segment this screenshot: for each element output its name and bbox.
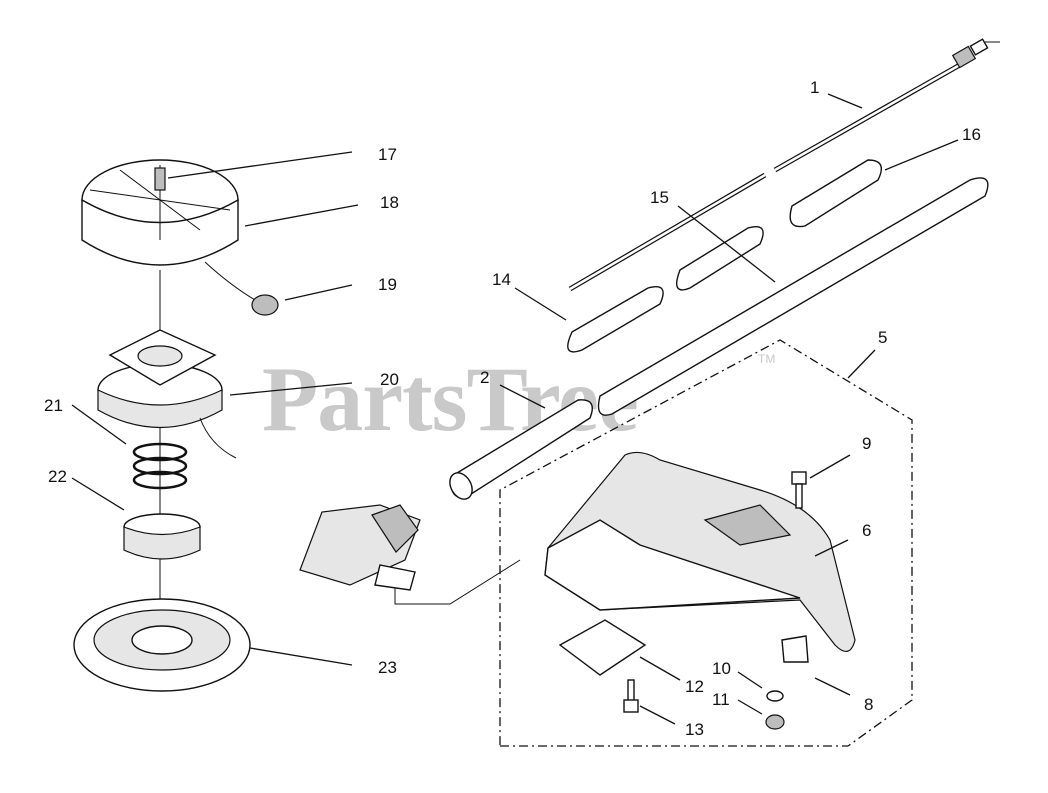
watermark-trademark: TM bbox=[758, 352, 775, 366]
drive-shaft bbox=[568, 38, 1000, 292]
callout-14: 14 bbox=[492, 270, 511, 289]
callout-19: 19 bbox=[378, 275, 397, 294]
callout-16: 16 bbox=[962, 125, 981, 144]
callout-18: 18 bbox=[380, 193, 399, 212]
sleeve-part-15 bbox=[676, 226, 764, 291]
callout-9: 9 bbox=[862, 434, 871, 453]
washer-part-10 bbox=[766, 690, 784, 702]
callout-21: 21 bbox=[44, 396, 63, 415]
screw-part-9 bbox=[791, 471, 807, 509]
sleeve-part-16 bbox=[789, 159, 882, 228]
callout-2: 2 bbox=[480, 368, 489, 387]
callout-17: 17 bbox=[378, 145, 397, 164]
bump-knob-part-22 bbox=[123, 513, 201, 560]
callout-10: 10 bbox=[712, 659, 731, 678]
callout-11: 11 bbox=[712, 690, 730, 709]
knob-part-17 bbox=[154, 167, 166, 191]
retainer-link bbox=[204, 261, 256, 301]
main-tube bbox=[449, 177, 989, 500]
spool-part-20 bbox=[97, 329, 237, 459]
callout-15: 15 bbox=[650, 188, 669, 207]
deflector-shield bbox=[544, 451, 856, 652]
callout-6: 6 bbox=[862, 521, 871, 540]
watermark-text: PartsTree bbox=[262, 348, 638, 450]
callout-1: 1 bbox=[810, 78, 819, 97]
deflector-assembly-boundary bbox=[499, 339, 913, 747]
callout-5: 5 bbox=[878, 328, 887, 347]
gear-head bbox=[299, 504, 521, 605]
leader-lines bbox=[71, 93, 959, 725]
nut-part-11 bbox=[765, 714, 785, 730]
callout-20: 20 bbox=[380, 370, 399, 389]
eyelet-part-19 bbox=[251, 294, 279, 316]
trimmer-cap-part-18 bbox=[81, 159, 239, 266]
callout-22: 22 bbox=[48, 467, 67, 486]
sleeve-part-14 bbox=[567, 286, 664, 353]
housing-part-23 bbox=[73, 598, 251, 692]
callout-13: 13 bbox=[685, 720, 704, 739]
callout-12: 12 bbox=[685, 677, 704, 696]
callout-8: 8 bbox=[864, 695, 873, 714]
callout-23: 23 bbox=[378, 658, 397, 677]
bolt-part-13 bbox=[623, 679, 639, 713]
mounting-plate bbox=[558, 619, 647, 676]
spring-part-21 bbox=[132, 442, 188, 490]
line-cutter-blade bbox=[781, 635, 809, 663]
